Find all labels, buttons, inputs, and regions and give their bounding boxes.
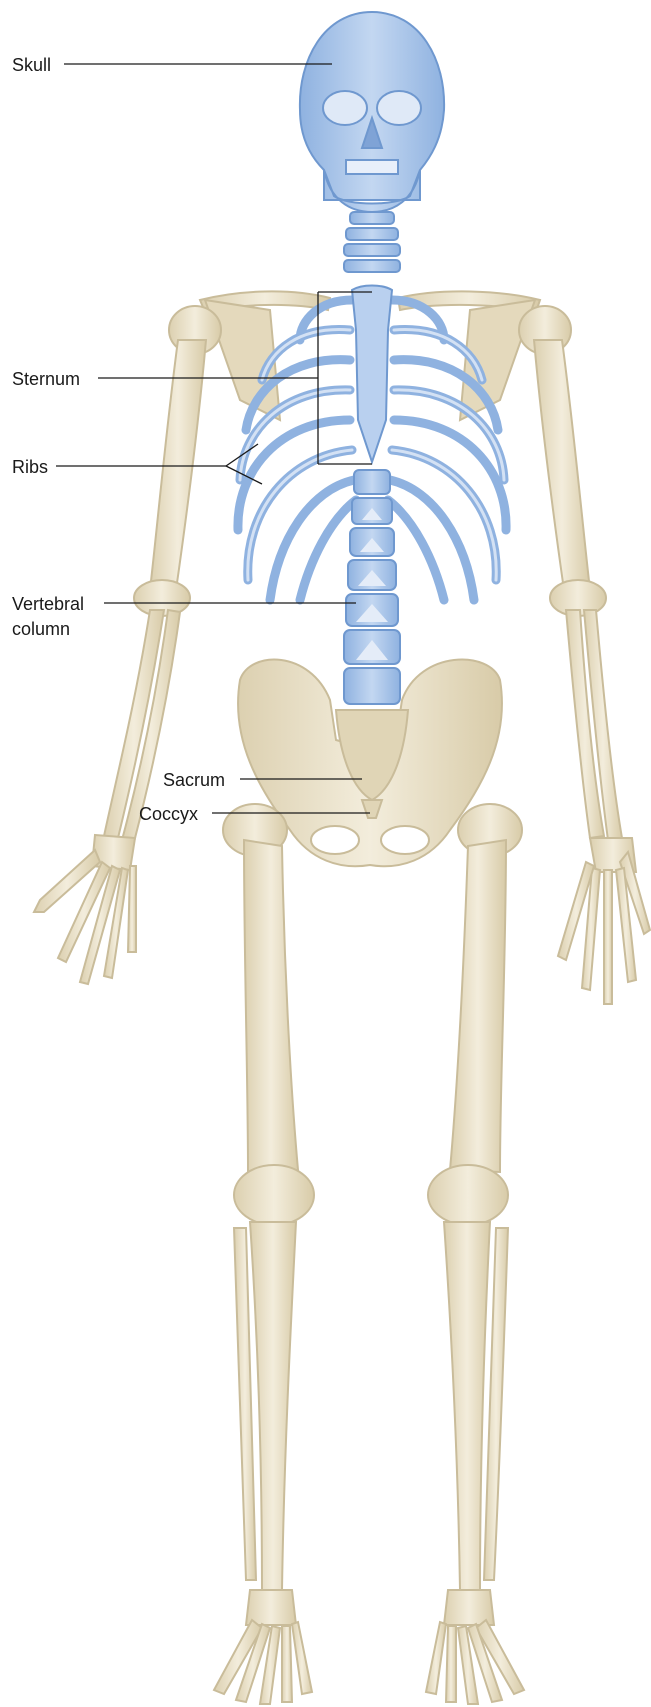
right-humerus xyxy=(534,340,590,590)
left-knee xyxy=(234,1165,314,1225)
left-obturator xyxy=(311,826,359,854)
left-tibia xyxy=(250,1222,296,1590)
label-ribs: Ribs xyxy=(12,457,48,477)
left-orbit xyxy=(323,91,367,125)
right-knee xyxy=(428,1165,508,1225)
right-femur xyxy=(450,840,506,1172)
right-tibia xyxy=(444,1222,490,1590)
label-vertebral-line2: column xyxy=(12,619,70,639)
teeth xyxy=(346,160,398,174)
label-sacrum: Sacrum xyxy=(163,770,225,790)
label-coccyx: Coccyx xyxy=(139,804,198,824)
right-foot xyxy=(426,1590,524,1704)
left-foot xyxy=(214,1590,312,1704)
cervical-vertebrae xyxy=(344,212,400,272)
label-vertebral-line1: Vertebral xyxy=(12,594,84,614)
sternum-bone xyxy=(352,286,392,463)
right-obturator xyxy=(381,826,429,854)
left-hand xyxy=(34,835,136,984)
label-sternum: Sternum xyxy=(12,369,80,389)
right-orbit xyxy=(377,91,421,125)
right-hand xyxy=(558,838,650,1004)
axial-skeleton xyxy=(238,12,506,704)
label-skull: Skull xyxy=(12,55,51,75)
appendicular-skeleton xyxy=(34,291,650,1704)
left-femur xyxy=(244,840,298,1172)
vertebral-bodies xyxy=(344,470,400,704)
